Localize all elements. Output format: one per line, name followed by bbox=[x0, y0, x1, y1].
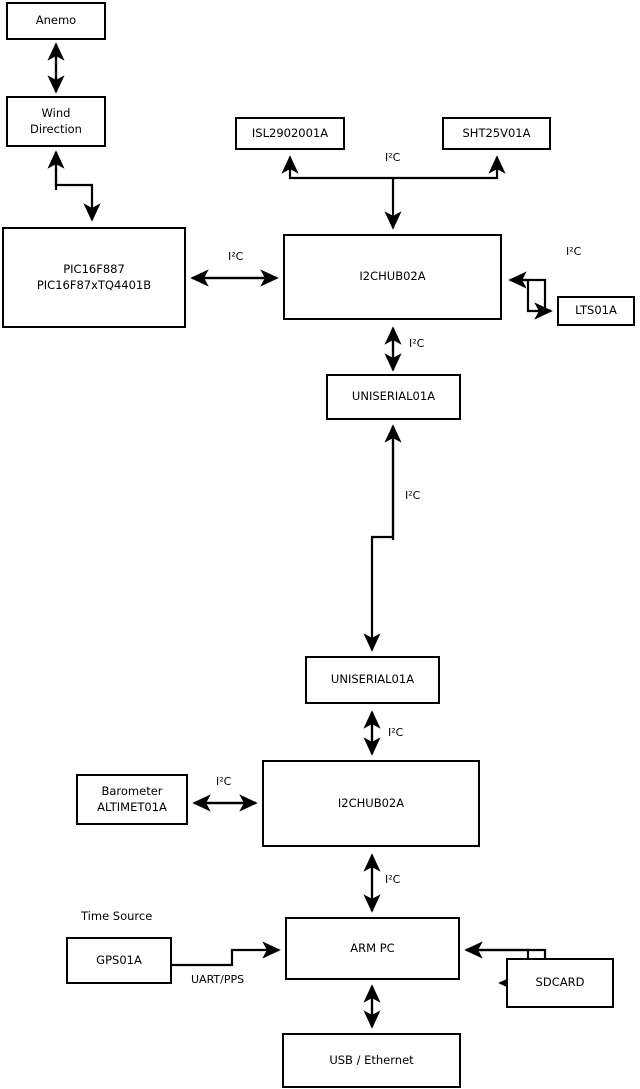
connector-gps-armpc bbox=[172, 941, 281, 967]
edge-label-i2c-hub-lts: I²C bbox=[566, 245, 582, 258]
node-pic-mcu[interactable]: PIC16F887 PIC16F87xTQ4401B bbox=[2, 227, 186, 328]
edge-label-i2c-barometer-hub: I²C bbox=[216, 775, 232, 788]
node-lts01a-label: LTS01A bbox=[575, 303, 617, 318]
node-barometer-label: Barometer ALTIMET01A bbox=[97, 783, 167, 814]
node-uniserial01a-bottom-label: UNISERIAL01A bbox=[330, 672, 415, 687]
edge-label-i2c-uniserial-hub-bottom: I²C bbox=[388, 726, 404, 739]
node-sht25v01a[interactable]: SHT25V01A bbox=[442, 117, 551, 150]
node-wind-direction[interactable]: Wind Direction bbox=[6, 96, 106, 147]
node-sht25v01a-label: SHT25V01A bbox=[462, 125, 531, 140]
node-anemo[interactable]: Anemo bbox=[6, 2, 106, 40]
node-anemo-label: Anemo bbox=[35, 13, 77, 28]
edge-label-i2c-hub-armpc: I²C bbox=[385, 873, 401, 886]
node-i2chub02a-bottom-label: I2CHUB02A bbox=[337, 795, 405, 810]
edge-label-uart-pps: UART/PPS bbox=[191, 973, 245, 986]
connector-hub-bus-isl bbox=[281, 155, 393, 180]
node-sdcard[interactable]: SDCARD bbox=[506, 958, 614, 1008]
node-i2chub02a-bottom[interactable]: I2CHUB02A bbox=[262, 760, 480, 847]
node-usb-ethernet[interactable]: USB / Ethernet bbox=[282, 1033, 461, 1088]
node-uniserial01a-bottom[interactable]: UNISERIAL01A bbox=[305, 656, 440, 704]
node-arm-pc[interactable]: ARM PC bbox=[285, 917, 460, 980]
connector-hub-lts-out bbox=[510, 278, 553, 320]
edge-label-i2c-hub-sensors: I²C bbox=[385, 151, 401, 164]
node-usb-ethernet-label: USB / Ethernet bbox=[329, 1052, 414, 1067]
edge-label-i2c-uniserial-link: I²C bbox=[405, 489, 421, 502]
connector-wind-pic-down bbox=[54, 152, 101, 222]
connector-uniserial-link-down bbox=[363, 426, 395, 652]
node-gps01a-label: GPS01A bbox=[96, 952, 142, 967]
node-uniserial01a-top-label: UNISERIAL01A bbox=[351, 389, 436, 404]
node-sdcard-label: SDCARD bbox=[535, 975, 585, 990]
label-time-source: Time Source bbox=[81, 909, 153, 923]
node-barometer[interactable]: Barometer ALTIMET01A bbox=[76, 774, 188, 825]
node-i2chub02a-top[interactable]: I2CHUB02A bbox=[283, 234, 502, 320]
node-isl2902001a-label: ISL2902001A bbox=[251, 125, 329, 140]
node-wind-direction-label: Wind Direction bbox=[30, 105, 82, 136]
node-gps01a[interactable]: GPS01A bbox=[66, 937, 172, 984]
node-lts01a[interactable]: LTS01A bbox=[557, 296, 635, 326]
node-arm-pc-label: ARM PC bbox=[350, 940, 395, 955]
node-uniserial01a-top[interactable]: UNISERIAL01A bbox=[326, 374, 461, 420]
edge-label-i2c-hub-uniserial: I²C bbox=[409, 337, 425, 350]
node-i2chub02a-top-label: I2CHUB02A bbox=[359, 269, 426, 284]
node-isl2902001a[interactable]: ISL2902001A bbox=[235, 117, 345, 150]
connector-hub-bus-sht bbox=[393, 155, 506, 180]
node-pic-mcu-label: PIC16F887 PIC16F87xTQ4401B bbox=[36, 261, 152, 292]
edge-label-i2c-pic-hub: I²C bbox=[228, 250, 244, 263]
